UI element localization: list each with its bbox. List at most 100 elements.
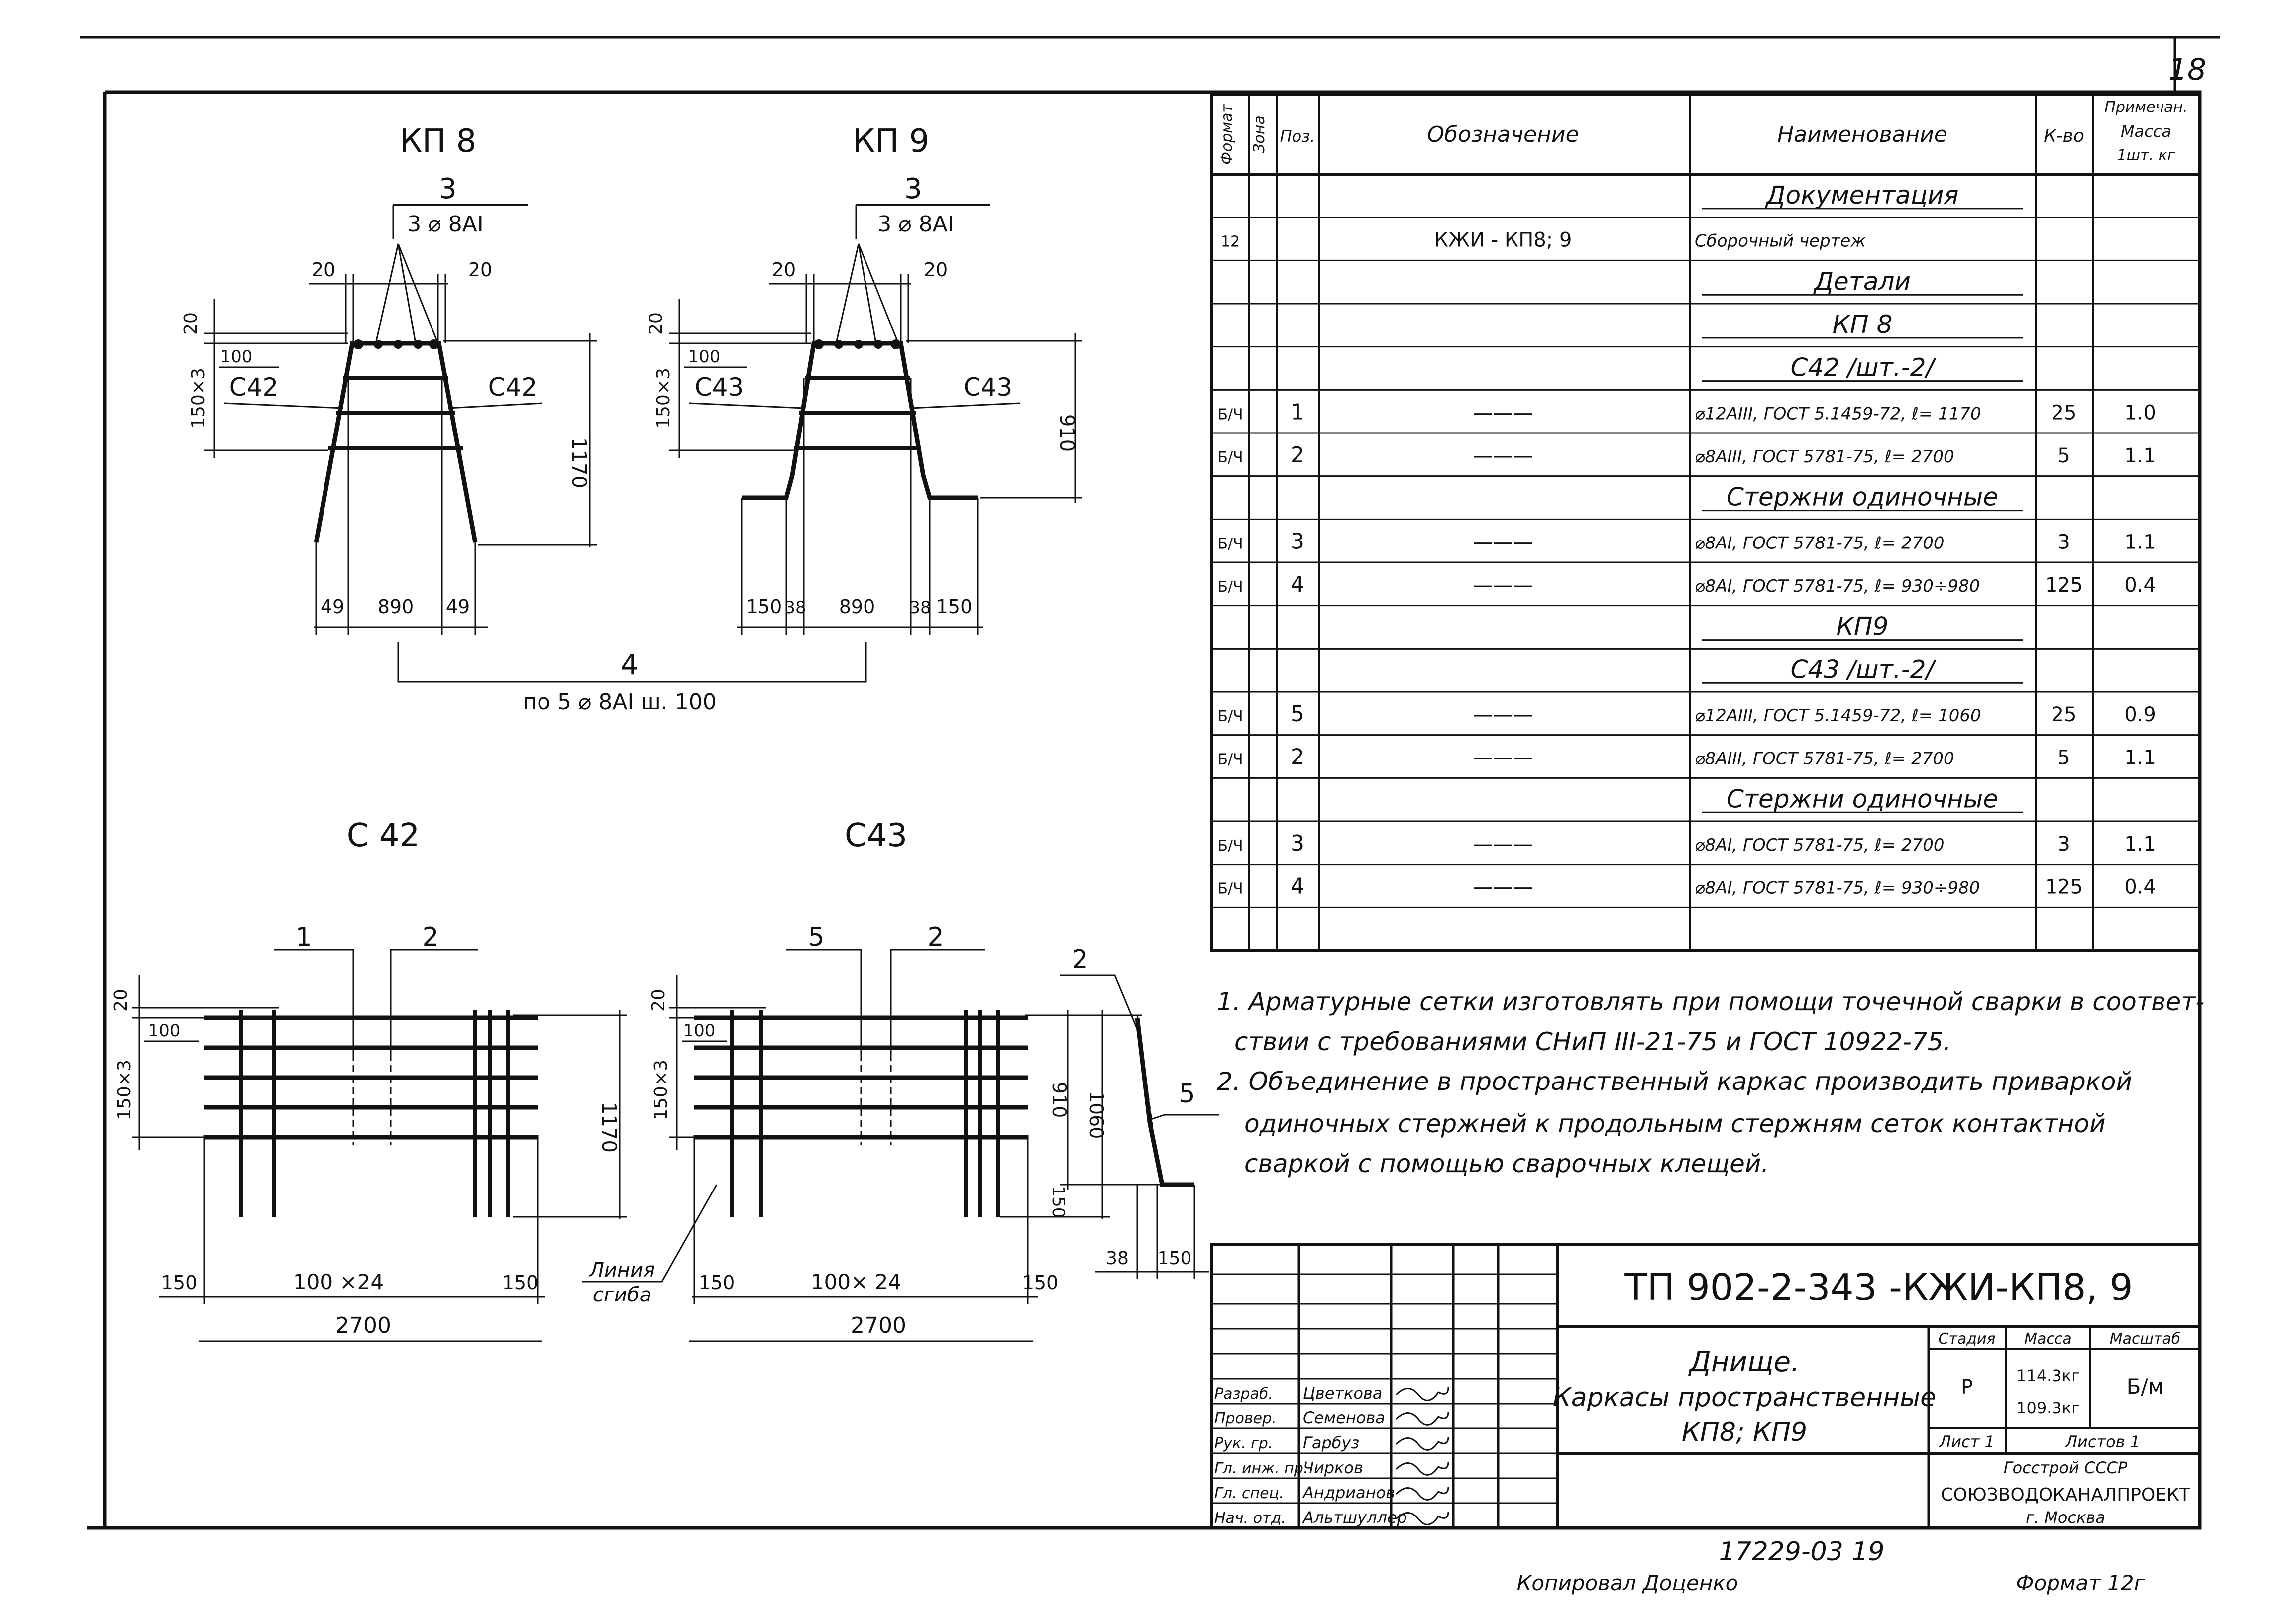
note-line-1: 1. Арматурные сетки изготовлять при помо… [1217,987,2204,1016]
spec-cell-format: Б/Ч [1217,449,1243,466]
spec-cell-name: КП 8 [1833,310,1893,339]
note-line-3: 2. Объединение в пространственный каркас… [1217,1067,2132,1096]
role-name: Чирков [1303,1458,1363,1477]
mark-4: 4 по 5 ⌀ 8АI ш. 100 [397,642,867,715]
c42-dim-150a: 150 [161,1272,198,1294]
kp9-dim-890: 890 [839,596,875,618]
header-format: Формат [1218,104,1236,165]
spec-cell-mass: 1.1 [2124,747,2156,769]
spec-cell-name: КП9 [1837,612,1889,641]
header-name: Наименование [1777,122,1947,147]
org-line-3: г. Москва [2026,1508,2105,1527]
kp8-mark-3: 3 [439,173,457,205]
header-zone: Зона [1251,115,1268,153]
kp9-mark-3-spec: 3 ⌀ 8АI [877,212,954,237]
c42-drawing: С 42 1 2 20 100 150×3 1170 150 100 ×24 [111,817,627,1342]
spec-cell-name: С43 /шт.-2/ [1791,655,1937,684]
header-mass: Масса [2121,122,2171,141]
format-label: Формат 12г [2016,1571,2145,1595]
specification-table: Формат Зона Поз. Обозначение Наименовани… [1210,93,2201,952]
c42-pos-1: 1 [295,922,312,952]
signature-mark [1395,1436,1449,1451]
spec-cell-pos: 1 [1291,399,1304,425]
spec-cell-format: Б/Ч [1217,578,1243,596]
spec-cell-qty: 3 [2057,833,2070,856]
spec-cell-designation: ——— [1473,444,1533,467]
role-title: Гл. спец. [1214,1485,1284,1502]
spec-cell-designation: ——— [1473,876,1533,899]
c43-pos-5b: 5 [1179,1079,1195,1109]
signature-mark [1395,1511,1449,1525]
c43-dim-100x24: 100× 24 [811,1270,901,1294]
signature-mark [1395,1486,1449,1501]
spec-cell-qty: 25 [2052,703,2077,726]
c43-dim-38: 38 [1106,1248,1129,1269]
header-qty: К-во [2044,126,2084,146]
c42-dim-20: 20 [111,989,131,1012]
org-line-1: Госстрой СССР [2004,1458,2128,1477]
role-title: Нач. отд. [1214,1510,1286,1527]
spec-cell-designation: ——— [1473,703,1533,726]
org-line-2: СОЮЗВОДОКАНАЛПРОЕКТ [1941,1485,2190,1505]
spec-cell-qty: 125 [2045,876,2083,899]
note-line-2: ствии с требованиями СНиП III-21-75 и ГО… [1234,1027,1951,1056]
spec-cell-name: ⌀8АI, ГОСТ 5781-75, ℓ= 2700 [1695,533,1945,553]
kp8-mesh-left-label: С42 [229,373,279,402]
c42-title: С 42 [347,817,420,854]
spec-cell-format: Б/Ч [1217,406,1243,423]
c43-dim-2700: 2700 [851,1313,906,1338]
spec-cell-format: Б/Ч [1217,708,1243,725]
header-unit: 1шт. кг [2117,147,2175,164]
kp8-dim-890: 890 [378,596,414,618]
c42-dim-150b: 150 [502,1272,539,1294]
sheet-number: 18 [2168,52,2206,87]
role-name: Альтшуллер [1302,1508,1407,1527]
c42-dim-100: 100 [148,1021,181,1041]
spec-cell-pos: 5 [1291,701,1304,727]
sheet-label: Лист 1 [1939,1432,1995,1451]
c43-dim-150c: 150 [1158,1248,1192,1269]
spec-cell-mass: 1.0 [2124,401,2156,424]
document-code: ТП 902-2-343 -КЖИ-КП8, 9 [1624,1266,2133,1309]
spec-cell-format: Б/Ч [1217,535,1243,552]
role-name: Семенова [1303,1408,1385,1427]
kp8-mesh-right-label: С42 [488,373,538,402]
c42-dim-2700: 2700 [335,1313,391,1338]
spec-cell-name: Стержни одиночные [1727,784,1998,813]
kp8-dim-49a: 49 [321,596,344,618]
spec-cell-name: С42 /шт.-2/ [1791,353,1937,382]
kp8-dim-20v: 20 [181,312,201,335]
role-name: Цветкова [1303,1384,1382,1403]
spec-cell-name: Сборочный чертеж [1695,231,1866,251]
c43-pos-2b: 2 [1072,945,1088,974]
header-designation: Обозначение [1427,122,1579,147]
mass-value-2: 109.3кг [2016,1399,2080,1417]
role-title: Разраб. [1214,1385,1273,1403]
spec-cell-pos: 2 [1291,745,1304,770]
mark-4-spec: по 5 ⌀ 8АI ш. 100 [523,689,716,715]
spec-cell-pos: 3 [1291,529,1304,554]
kp9-dim-38b: 38 [909,598,931,618]
signature-mark [1395,1461,1449,1476]
kp9-dim-20v: 20 [646,312,666,335]
c42-dim-1170: 1170 [597,1102,620,1153]
sheets-label: Листов 1 [2065,1432,2140,1451]
spec-cell-pos: 4 [1291,572,1304,597]
kp9-dim-38a: 38 [784,598,806,618]
kp8-dim-150x3: 150×3 [188,368,209,429]
spec-cell-name: ⌀8АIII, ГОСТ 5781-75, ℓ= 2700 [1695,447,1954,467]
spec-cell-designation: КЖИ - КП8; 9 [1434,229,1572,252]
mark-4-label: 4 [621,649,639,681]
spec-cell-designation: ——— [1473,531,1533,553]
spec-cell-designation: ——— [1473,747,1533,769]
spec-cell-qty: 3 [2057,531,2070,553]
spec-cell-format: Б/Ч [1217,751,1243,768]
mass-label: Масса [2024,1330,2072,1348]
spec-cell-pos: 2 [1291,442,1304,468]
header-pos: Поз. [1280,127,1315,146]
role-title: Рук. гр. [1214,1435,1273,1452]
role-name: Гарбуз [1303,1433,1359,1452]
